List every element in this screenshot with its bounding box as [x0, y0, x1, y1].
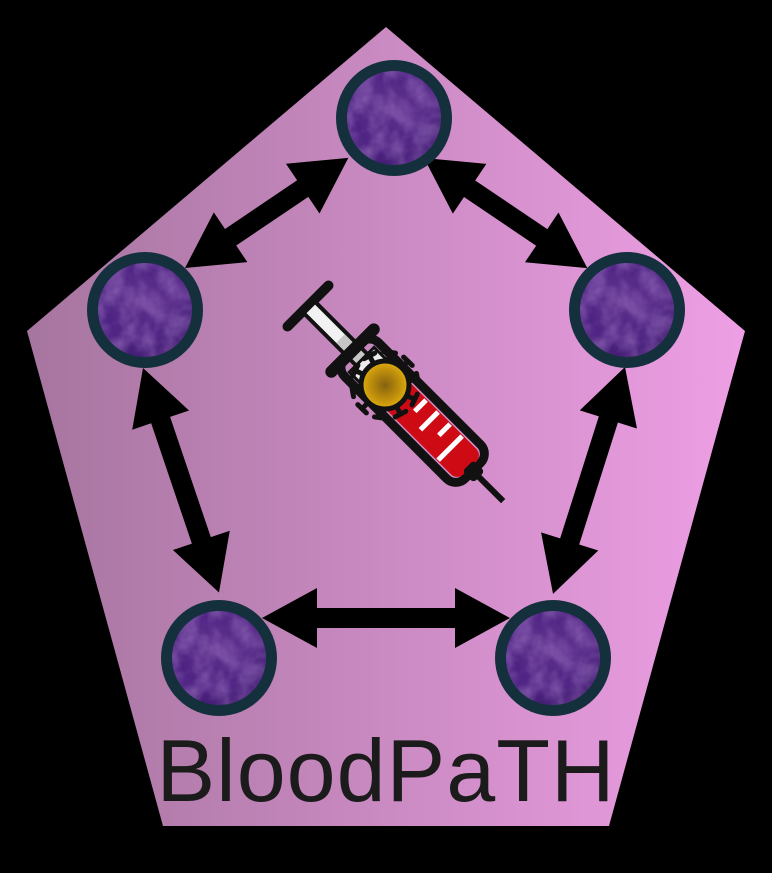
arrow-left-to-top-icon — [185, 157, 349, 268]
arrow-left-to-bottomleft-icon — [132, 368, 230, 593]
arrow-ring — [132, 157, 637, 648]
cell-node-left — [87, 252, 203, 368]
syringe-graduation-ticks — [413, 398, 464, 462]
virus-body — [358, 358, 412, 412]
arrow-bottom-icon — [262, 588, 510, 648]
arrow-top-to-right-icon — [424, 158, 588, 269]
cell-node-bottom-left — [161, 600, 277, 716]
cell-node-bottom-right — [495, 600, 611, 716]
cell-node-top — [336, 60, 452, 176]
virus-icon — [351, 351, 418, 418]
syringe-icon — [282, 280, 506, 504]
syringe-needle — [475, 473, 506, 504]
cell-node-right — [569, 252, 685, 368]
arrow-right-to-bottomright-icon — [541, 367, 637, 594]
logo-title: BloodPaTH — [156, 721, 615, 820]
